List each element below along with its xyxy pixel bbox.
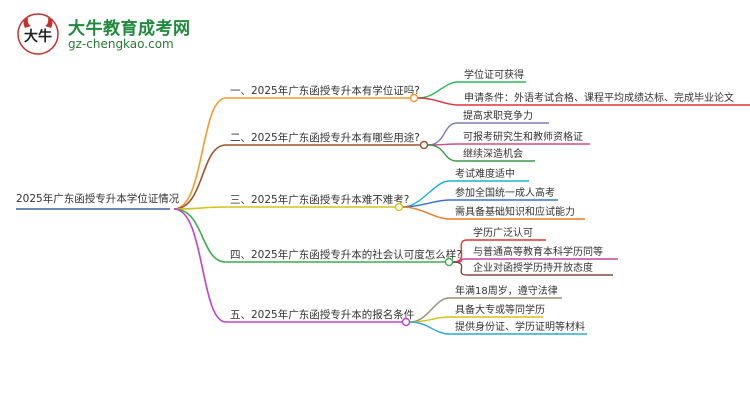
child-connector — [402, 206, 450, 220]
branch-node-icon — [401, 317, 411, 327]
child-label: 具备大专或等同学历 — [455, 303, 545, 316]
branch-connector — [173, 208, 227, 263]
root-label: 2025年广东函授专升本学位证情况 — [16, 192, 180, 205]
child-label: 提供身份证、学历证明等材料 — [455, 320, 585, 333]
branch-label: 五、2025年广东函授专升本的报名条件 — [230, 308, 414, 321]
child-label: 提高求职竞争力 — [463, 109, 533, 122]
child-connector — [427, 122, 458, 146]
child-label: 需具备基础知识和应试能力 — [455, 205, 575, 218]
branch-connector — [173, 144, 227, 210]
child-label: 企业对函授学历持开放态度 — [473, 261, 593, 274]
child-connector — [427, 144, 458, 162]
child-label: 学位证可获得 — [464, 68, 524, 81]
child-connector — [417, 81, 459, 99]
site-logo[interactable]: 大牛 大牛教育成考网 gz-chengkao.com — [16, 12, 226, 56]
child-label: 可报考研究生和教师资格证 — [463, 130, 583, 143]
branch-node-icon — [444, 257, 454, 267]
child-connector — [402, 180, 450, 208]
brand-url: gz-chengkao.com — [68, 37, 174, 51]
brand-name: 大牛教育成考网 — [68, 19, 191, 39]
branch-node-icon — [409, 93, 419, 103]
branch-label: 三、2025年广东函授专升本难不难考? — [230, 193, 409, 206]
branch-node-icon — [419, 140, 429, 150]
child-connector — [409, 297, 450, 323]
child-connector — [402, 199, 450, 208]
branch-connector — [173, 208, 227, 323]
child-label: 学历广泛认可 — [473, 226, 533, 239]
child-label: 申请条件：外语考试合格、课程平均成绩达标、完成毕业论文 — [464, 91, 734, 104]
branch-connector — [173, 97, 227, 210]
child-label: 年满18周岁，遵守法律 — [455, 284, 558, 297]
child-label: 参加全国统一成人高考 — [455, 186, 555, 199]
branch-connector — [173, 206, 227, 210]
branch-label: 二、2025年广东函授专升本有哪些用途? — [230, 131, 420, 144]
branch-label: 四、2025年广东函授专升本的社会认可度怎么样? — [230, 248, 462, 261]
child-label: 继续深造机会 — [463, 147, 523, 160]
child-connector — [452, 261, 468, 276]
child-connector — [417, 97, 459, 106]
child-label: 考试难度适中 — [455, 167, 515, 180]
svg-text:大牛: 大牛 — [24, 28, 52, 45]
bull-logo-icon: 大牛 — [17, 13, 59, 55]
branch-node-icon — [394, 202, 404, 212]
child-label: 与普通高等教育本科学历同等 — [473, 245, 603, 258]
child-connector — [409, 321, 450, 335]
child-connector — [409, 316, 450, 323]
branch-label: 一、2025年广东函授专升本有学位证吗? — [230, 84, 420, 97]
